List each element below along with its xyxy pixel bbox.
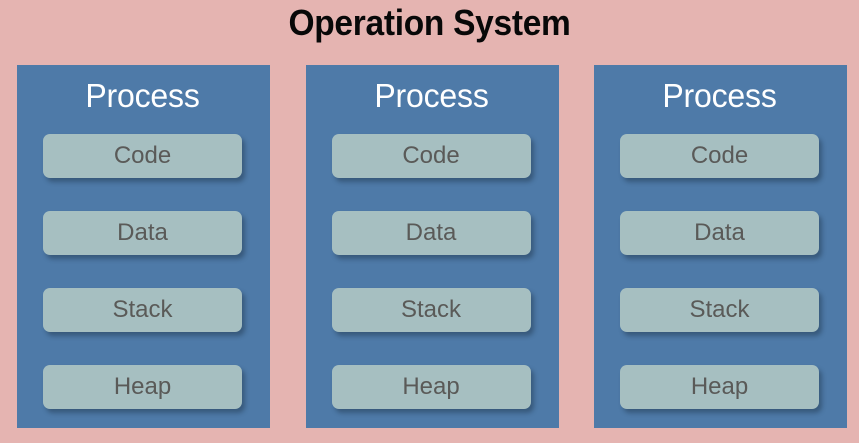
segment-box-code: Code [331,134,531,178]
process-panel-title: Process [85,77,200,114]
process-panel-title: Process [662,77,777,114]
segment-label: Heap [402,373,460,400]
segment-box-stack: Stack [331,288,531,332]
segment-box-stack: Stack [43,288,242,332]
process-panel-2: Process Code Data Stack Heap [305,65,559,428]
segment-box-code: Code [620,134,819,178]
process-panel-1: Process Code Data Stack Heap [17,65,270,428]
segment-label: Stack [400,296,462,323]
process-panel-3: Process Code Data Stack Heap [594,65,847,428]
segment-label: Data [117,219,168,246]
segment-label: Heap [113,373,172,400]
process-panel-title: Process [373,77,489,114]
segment-box-code: Code [43,134,242,178]
segment-box-heap: Heap [43,365,242,409]
segment-label: Data [405,219,457,246]
segment-box-heap: Heap [620,365,819,409]
segment-box-heap: Heap [331,365,531,409]
segment-label: Stack [689,296,750,323]
page-title: Operation System [288,2,571,43]
segment-label: Code [402,142,460,169]
memory-segment-list: Code Data Stack Heap [331,134,531,409]
memory-segment-list: Code Data Stack Heap [43,134,242,409]
segment-label: Code [690,142,749,169]
segment-box-data: Data [43,211,242,255]
segment-box-data: Data [620,211,819,255]
segment-box-data: Data [331,211,531,255]
segment-label: Heap [690,373,749,400]
segment-box-stack: Stack [620,288,819,332]
segment-label: Stack [112,296,173,323]
segment-label: Code [113,142,172,169]
segment-label: Data [694,219,745,246]
process-list: Process Code Data Stack Heap Process [17,65,847,428]
memory-segment-list: Code Data Stack Heap [620,134,819,409]
